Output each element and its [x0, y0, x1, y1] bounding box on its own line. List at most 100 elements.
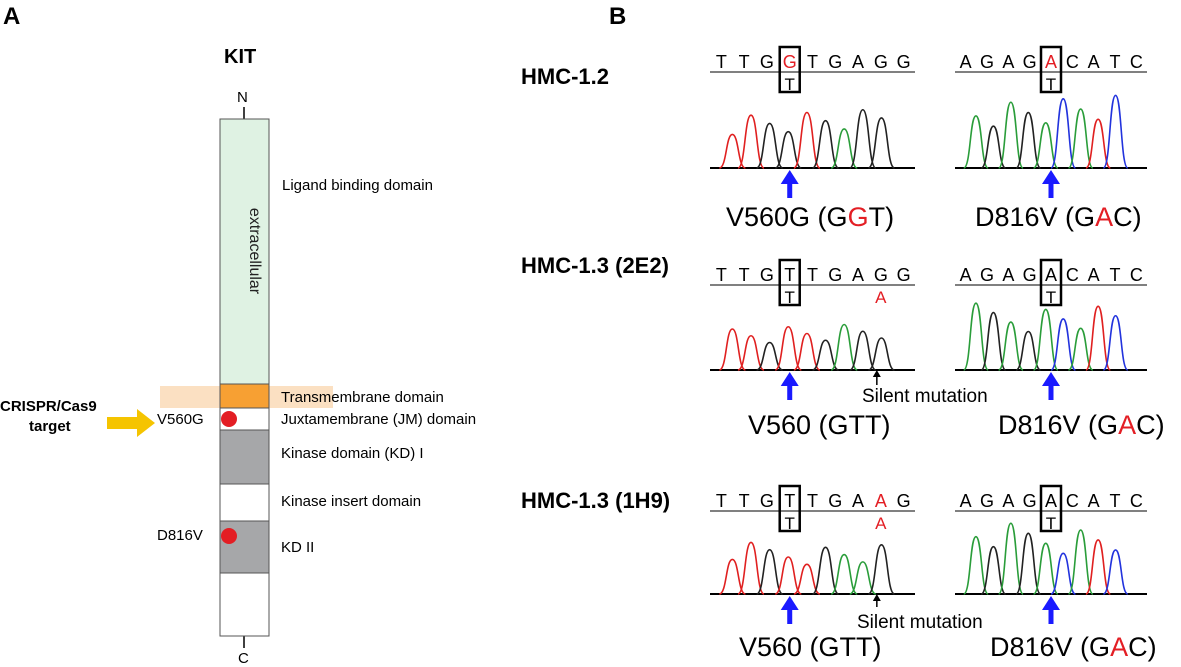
sequence-base: A	[852, 52, 864, 72]
trace-peak	[1102, 94, 1129, 169]
sample-name-hmc13-2e2: HMC-1.3 (2E2)	[521, 253, 669, 278]
trace-peak	[997, 321, 1024, 371]
trace-peak	[737, 114, 765, 169]
caption-highlight: A	[1095, 202, 1114, 232]
mutant-base: T	[785, 288, 795, 307]
sample-name-hmc13-1h9: HMC-1.3 (1H9)	[521, 488, 671, 513]
trace-peak	[830, 553, 858, 595]
mutation-box	[778, 45, 801, 94]
sequence-base: T	[739, 265, 750, 285]
sequence-base: A	[960, 52, 972, 72]
caption-suffix: C)	[1113, 202, 1142, 232]
trace-peak	[1085, 118, 1112, 169]
sample-name-hmc12: HMC-1.2	[521, 64, 610, 89]
caption-highlight: A	[1110, 632, 1129, 662]
trace-peak	[755, 122, 784, 169]
trace-peak	[830, 128, 858, 169]
mutant-base: T	[785, 514, 795, 533]
mutant-base: T	[785, 75, 795, 94]
sequence-base: T	[716, 52, 727, 72]
mutation-box	[778, 258, 801, 307]
sequence-base: C	[1066, 52, 1079, 72]
sequence-base: A	[1002, 491, 1014, 511]
silent-arrow-head	[872, 370, 881, 377]
trace-peak	[997, 522, 1024, 595]
caption-prefix: V560G (G	[726, 202, 848, 232]
sequence-base: G	[760, 52, 774, 72]
sequence-base: G	[783, 52, 797, 72]
silent-label-1h9: Silent mutation	[857, 612, 983, 633]
caption-hmc12-v560: V560G (GGT)	[726, 202, 894, 233]
caption-suffix: C)	[1128, 632, 1157, 662]
position-arrow-head	[780, 170, 799, 184]
panel-a-letter: A	[3, 3, 21, 30]
trace-peak	[755, 548, 784, 595]
silent-base: A	[875, 288, 887, 307]
position-arrow-head	[1042, 596, 1060, 610]
trace-peak	[1015, 532, 1042, 595]
sequence-base: C	[1130, 52, 1143, 72]
sequence-base: A	[1002, 52, 1014, 72]
domain-label-juxtamembrane: Juxtamembrane (JM) domain	[281, 411, 477, 428]
domain-c-tail	[219, 572, 270, 637]
crispr-label-line1: CRISPR/Cas9	[0, 398, 97, 415]
silent-base: A	[875, 514, 887, 533]
trace-peak	[848, 108, 877, 169]
caption-2e2-d816: D816V (GAC)	[998, 410, 1165, 441]
crispr-label-line2: target	[29, 418, 71, 435]
trace-peak	[737, 541, 765, 595]
trace-peak	[980, 125, 1007, 169]
sequence-base: T	[807, 265, 818, 285]
trace-peak	[718, 558, 746, 595]
trace-peak	[774, 130, 802, 169]
trace-peak	[997, 101, 1024, 169]
caption-1h9-v560: V560 (GTT)	[739, 632, 882, 663]
trace-peak	[1067, 108, 1094, 169]
trace-peak	[1032, 121, 1059, 169]
sequence-base: A	[1045, 491, 1057, 511]
sequence-base: G	[897, 265, 911, 285]
caption-prefix: V560 (GTT)	[748, 410, 891, 440]
trace-peak	[1067, 529, 1094, 595]
mutation-label-d816v: D816V	[157, 527, 203, 544]
position-arrow-head	[1042, 372, 1060, 386]
sequence-base: G	[980, 52, 994, 72]
sequence-base: T	[716, 491, 727, 511]
trace-peak	[1067, 327, 1094, 371]
trace-peak	[1050, 552, 1077, 595]
trace-peak	[980, 545, 1007, 595]
caption-2e2-v560: V560 (GTT)	[748, 410, 891, 441]
trace-peak	[774, 325, 803, 371]
sequence-base: T	[739, 491, 750, 511]
trace-peak	[793, 332, 821, 371]
sequence-base: T	[739, 52, 750, 72]
mutant-base: T	[1046, 75, 1056, 94]
trace-peak	[867, 544, 896, 595]
domain-transmembrane	[219, 383, 270, 409]
sequence-base: A	[852, 265, 864, 285]
caption-highlight: A	[1118, 410, 1137, 440]
mutant-base: T	[1046, 514, 1056, 533]
sequence-base: G	[760, 491, 774, 511]
trace-peak	[980, 311, 1007, 371]
trace-peak	[1102, 314, 1129, 371]
caption-prefix: D816V (G	[998, 410, 1119, 440]
caption-hmc12-d816: D816V (GAC)	[975, 202, 1142, 233]
sequence-base: T	[1110, 491, 1121, 511]
trace-peak	[793, 563, 821, 595]
caption-prefix: D816V (G	[990, 632, 1111, 662]
kit-protein-diagram: extracellular	[107, 107, 333, 648]
trace-peak	[962, 535, 989, 595]
trace-peak	[756, 341, 784, 371]
caption-suffix: T)	[868, 202, 895, 232]
c-terminus-label: C	[238, 650, 249, 667]
sequence-base: G	[897, 52, 911, 72]
mutation-box	[1039, 45, 1063, 94]
trace-peak	[1015, 111, 1042, 169]
position-arrow-head	[1042, 170, 1060, 184]
domain-label-kinase-insert: Kinase insert domain	[281, 493, 422, 510]
sequence-base: G	[760, 265, 774, 285]
trace-peak	[962, 115, 989, 169]
trace-peak	[793, 111, 821, 169]
trace-peak	[1050, 318, 1077, 371]
